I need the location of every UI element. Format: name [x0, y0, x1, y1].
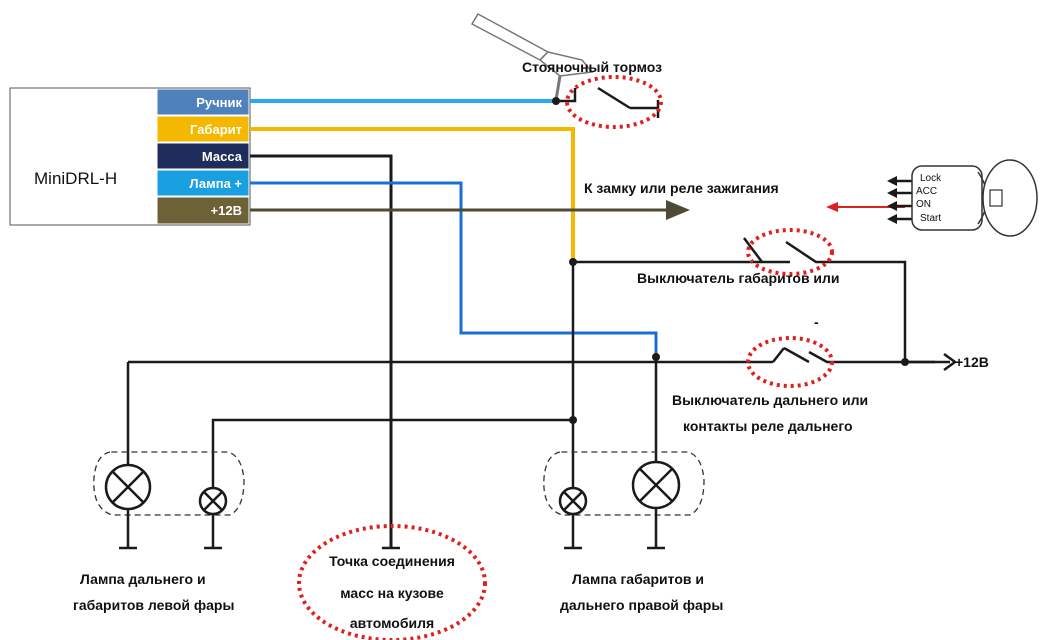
ignition-arrow-head — [826, 202, 838, 212]
dash-label: - — [814, 314, 819, 330]
highlight-ground-point — [297, 524, 487, 640]
highlight-handbrake-switch — [565, 75, 663, 129]
pin-lamp-plus — [156, 169, 250, 197]
high-beam-switch-label-2: контакты реле дальнего — [683, 418, 853, 434]
pin-handbrake — [156, 88, 250, 116]
high-beam-switch-label-1: Выключатель дальнего или — [672, 392, 868, 408]
junction-12v — [901, 358, 909, 366]
highlight-parking-switch — [746, 228, 834, 276]
wire-main-12v — [128, 350, 935, 364]
ground-point-label-2: масс на кузове — [340, 585, 444, 601]
pin-block: Ручник Габарит Масса Лампа + +12В — [156, 88, 250, 225]
ignition-position-start: Start — [920, 213, 941, 224]
junction-handbrake — [552, 97, 560, 105]
wire-ground — [250, 154, 393, 548]
wire-lamp-plus — [250, 181, 658, 357]
parking-switch-label: Выключатель габаритов или — [637, 270, 840, 286]
ignition-label: К замку или реле зажигания — [584, 180, 779, 196]
pin-parking-lights — [156, 115, 250, 143]
plus12-label: +12В — [955, 354, 989, 370]
pin-label-power: +12В — [211, 203, 242, 218]
right-headlight-label-1: Лампа габаритов и — [572, 571, 704, 587]
pin-ground — [156, 142, 250, 170]
right-headlight — [543, 451, 705, 550]
ignition-position-on: ON — [916, 199, 931, 210]
plus12-arrow — [905, 352, 958, 372]
ground-point — [297, 524, 487, 640]
handbrake-switch — [556, 75, 663, 129]
highlight-high-beam-switch — [746, 336, 834, 388]
pin-label-handbrake: Ручник — [196, 95, 242, 110]
pin-label-parking-lights: Габарит — [190, 122, 242, 137]
pin-label-lamp-plus: Лампа + — [189, 176, 242, 191]
parking-switch-contact — [743, 237, 907, 362]
right-headlight-label-2: дальнего правой фары — [560, 597, 723, 613]
wire-parking-branch — [211, 262, 575, 492]
wire-power-arrow — [666, 200, 690, 220]
left-headlight-label-2: габаритов левой фары — [73, 597, 234, 613]
left-headlight — [93, 451, 245, 550]
left-headlight-label-1: Лампа дальнего и — [80, 571, 206, 587]
ignition-switch-icon: Lock ACC ON Start — [887, 159, 1038, 237]
wire-parking-lights — [250, 127, 575, 262]
high-beam-switch-contact — [772, 346, 810, 364]
ground-point-label-1: Точка соединения — [329, 553, 455, 569]
device-name: MiniDRL-H — [34, 169, 117, 188]
ground-point-label-3: автомобиля — [350, 615, 434, 631]
ignition-position-lock: Lock — [920, 173, 942, 184]
pin-power — [156, 196, 250, 225]
parking-brake-label: Стояночный тормоз — [522, 59, 662, 75]
ignition-position-acc: ACC — [916, 186, 937, 197]
pin-label-ground: Масса — [202, 149, 243, 164]
